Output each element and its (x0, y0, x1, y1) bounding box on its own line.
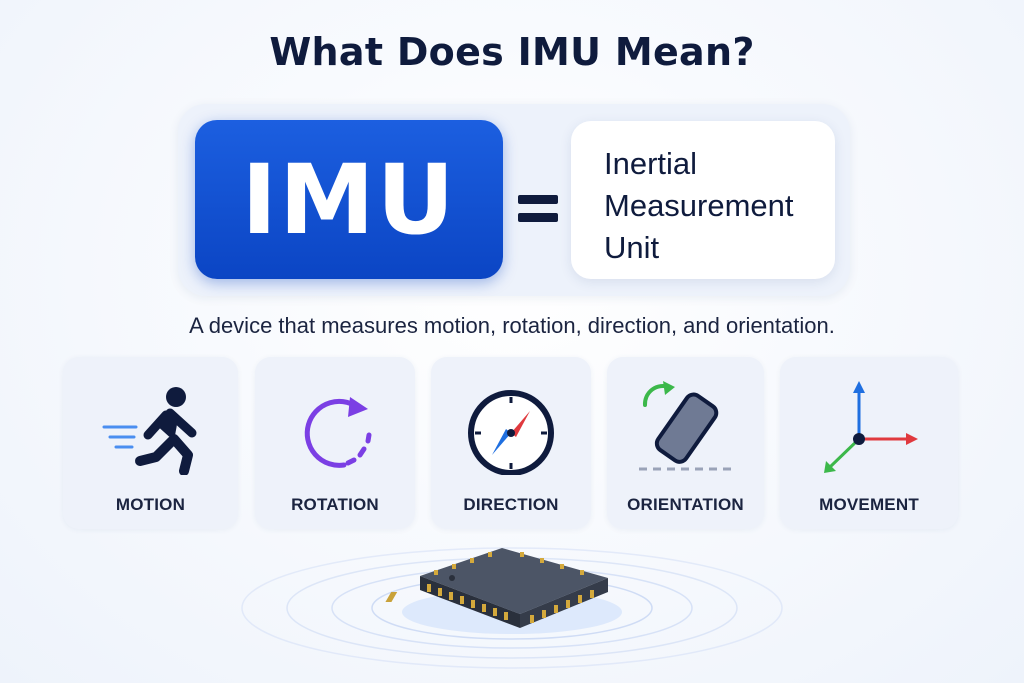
feature-label-motion: MOTION (115, 495, 186, 514)
page-title: What Does IMU Mean? (269, 30, 755, 74)
abbreviation-box: IMU (195, 120, 503, 279)
full-name-text: Inertial Measurement Unit (604, 143, 834, 269)
full-name-line-1: Inertial (604, 146, 698, 181)
full-name-box: Inertial Measurement Unit (571, 121, 835, 279)
compass-icon (468, 390, 554, 475)
imu-chip-icon (241, 547, 783, 669)
xyz-axes-icon (824, 381, 918, 473)
feature-label-orientation: ORIENTATION (627, 495, 744, 514)
feature-card-orientation: ORIENTATION (607, 357, 764, 529)
feature-card-rotation: ROTATION (255, 357, 415, 529)
tilted-device-icon (638, 381, 733, 471)
full-name-line-2: Measurement (604, 188, 794, 223)
equals-bar-bottom (518, 213, 558, 222)
feature-label-direction: DIRECTION (463, 495, 559, 514)
feature-label-movement: MOVEMENT (819, 495, 919, 514)
feature-card-movement: MOVEMENT (780, 357, 958, 529)
feature-card-motion: MOTION (63, 357, 238, 529)
full-name-line-3: Unit (604, 230, 660, 265)
feature-card-direction: DIRECTION (431, 357, 591, 529)
equals-bar-top (518, 195, 558, 204)
rotation-arrow-icon (304, 397, 372, 468)
running-person-icon (102, 387, 196, 475)
equals-sign (518, 195, 558, 223)
feature-label-rotation: ROTATION (291, 495, 379, 514)
subtitle: A device that measures motion, rotation,… (189, 313, 835, 338)
abbreviation-text: IMU (241, 143, 457, 256)
